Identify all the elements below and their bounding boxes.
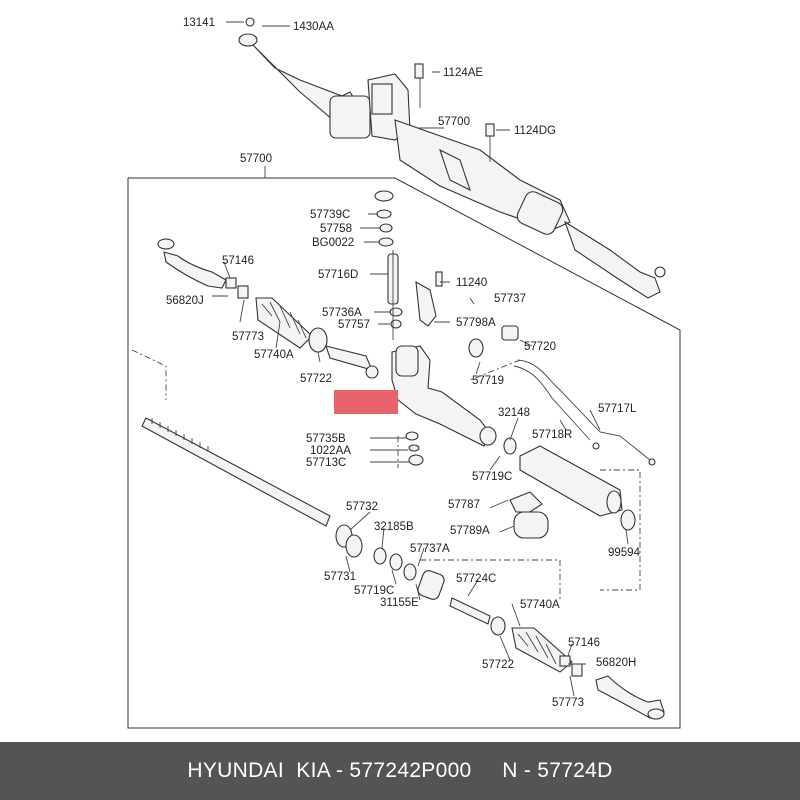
guide-dashes [131,349,641,600]
label-57737: 57737 [494,293,526,305]
label-57739C: 57739C [310,209,350,221]
pipe-lines [513,359,656,466]
label-1022AA: 1022AA [310,445,351,457]
label-57773-left: 57773 [232,331,264,343]
label-57758: 57758 [320,223,352,235]
label-57700-frame: 57700 [240,153,272,165]
label-57713C: 57713C [306,457,346,469]
footer-part-number: HYUNDAI KIA - 577242P000 N - 57724D [187,759,613,782]
label-57787: 57787 [448,499,480,511]
label-31155E: 31155E [380,597,419,609]
label-57724C: 57724C [456,573,496,585]
label-57719: 57719 [472,375,504,387]
tie-rod-end-right [595,675,665,720]
label-99594: 99594 [608,547,641,559]
rack-housing [391,271,519,466]
label-1124AE: 1124AE [443,67,483,79]
label-32148: 32148 [498,407,530,419]
label-57740A-left: 57740A [254,349,294,361]
label-57718R: 57718R [532,429,572,441]
label-32185B: 32185B [374,521,414,533]
lower-seal-set [335,524,583,677]
label-57731: 57731 [324,571,356,583]
cylinder-tube [519,445,636,531]
highlight-box [334,390,398,414]
label-57773-right: 57773 [552,697,584,709]
label-57732: 57732 [346,501,378,513]
label-57722-left: 57722 [300,373,332,385]
label-57722-right: 57722 [482,659,514,671]
tie-rod-end-left [157,238,249,299]
label-57716D: 57716D [318,269,358,281]
assembled-rack-top [238,17,666,299]
rack-bar [141,417,331,527]
leader-lines [212,21,629,697]
label-57720: 57720 [524,341,556,353]
inner-tie-rod [325,345,379,379]
assembly-frame [127,177,681,729]
label-57737A: 57737A [410,543,450,555]
label-13141: 13141 [183,17,215,29]
bellows-left [255,297,328,353]
label-56820J: 56820J [166,295,204,307]
steering-rack-exploded-diagram: 13141 1430AA 1124AE 57700 1124DG 57700 5… [127,17,681,729]
label-57146-left: 57146 [222,255,254,267]
label-1124DG: 1124DG [514,125,556,137]
label-57146-right: 57146 [568,637,600,649]
label-57719C-low: 57719C [354,585,394,597]
label-57798A: 57798A [456,317,496,329]
label-56820H: 56820H [596,657,636,669]
label-57789A: 57789A [450,525,490,537]
part-labels: 13141 1430AA 1124AE 57700 1124DG 57700 5… [166,17,641,709]
label-57735B: 57735B [306,433,346,445]
label-11240: 11240 [456,277,487,289]
label-57700-top: 57700 [438,116,470,128]
pinion-stack [374,190,403,340]
label-57740A-right: 57740A [520,599,560,611]
label-57757: 57757 [338,319,370,331]
footer-bar: HYUNDAI KIA - 577242P000 N - 57724D [0,742,800,800]
label-57717L: 57717L [598,403,637,415]
mount-brackets [509,491,549,539]
label-57736A: 57736A [322,307,362,319]
label-57719C-mid: 57719C [472,471,512,483]
label-BG0022: BG0022 [312,237,354,249]
label-1430AA: 1430AA [293,21,334,33]
